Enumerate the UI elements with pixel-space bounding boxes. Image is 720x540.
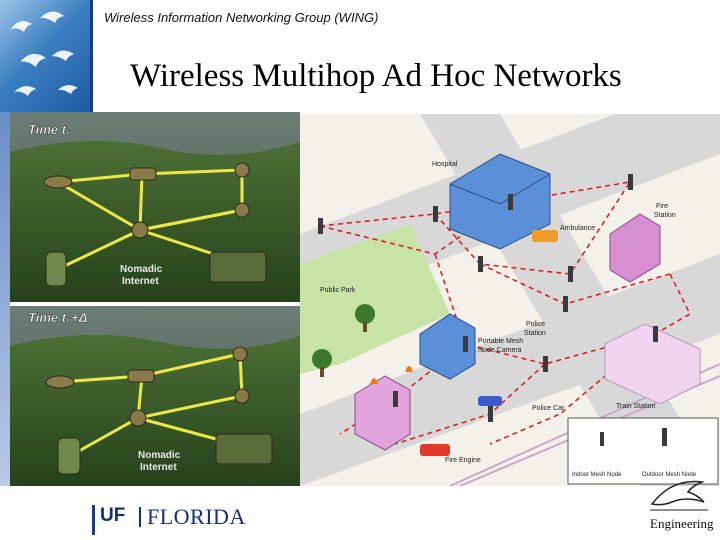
footer-accent-line	[92, 505, 95, 535]
uf-divider	[139, 507, 141, 527]
wing-logo	[0, 0, 92, 112]
panel-time-t0: Time t₀ Nomadic Internet	[10, 112, 300, 302]
battlefield-illustration: Time t₀ Nomadic Internet	[10, 112, 300, 486]
fire-engine-vehicle	[420, 444, 450, 456]
police-car-vehicle	[478, 396, 502, 406]
label-police-station-2: Station	[524, 330, 546, 337]
label-train-station: Train Station	[616, 403, 656, 410]
label-fire-engine: Fire Engine	[445, 457, 481, 464]
header-accent-line	[90, 0, 93, 112]
label-hospital: Hospital	[432, 161, 458, 168]
burning-building	[355, 376, 410, 450]
nomadic-label-2a: Nomadic	[138, 450, 181, 461]
nomadic-label-1a: Nomadic	[120, 264, 163, 275]
uf-logo-mark: UF	[100, 505, 125, 527]
nomadic-label-2b: Internet	[140, 462, 177, 473]
label-ambulance: Ambulance	[560, 225, 595, 232]
label-portable-mesh-2: Node Camera	[478, 347, 522, 354]
fire-station-building	[610, 214, 660, 282]
legend-indoor: Indoor Mesh Node	[572, 472, 622, 478]
slide-title: Wireless Multihop Ad Hoc Networks	[130, 58, 622, 95]
group-name: Wireless Information Networking Group (W…	[104, 10, 378, 25]
label-fire-station-2: Station	[654, 212, 676, 219]
label-police-station-1: Police	[526, 321, 545, 328]
label-police-car: Police Car	[532, 405, 565, 412]
nomadic-label-1b: Internet	[122, 276, 159, 287]
city-mesh-illustration: Hospital Ambulance Fire Station Public P…	[300, 114, 720, 486]
label-portable-mesh-1: Portable Mesh	[478, 338, 523, 345]
panel-time-t0-delta: Time t₀+Δ Nomadic Internet	[10, 306, 300, 486]
label-fire-station-1: Fire	[656, 203, 668, 210]
ambulance-vehicle	[532, 230, 558, 242]
left-side-strip	[0, 112, 10, 486]
engineering-label: Engineering	[650, 516, 714, 532]
time-label-2: Time t₀+Δ	[28, 310, 88, 325]
time-label-1: Time t₀	[28, 122, 71, 137]
uf-florida-wordmark: FLORIDA	[147, 504, 246, 530]
label-public-park: Public Park	[320, 287, 356, 294]
